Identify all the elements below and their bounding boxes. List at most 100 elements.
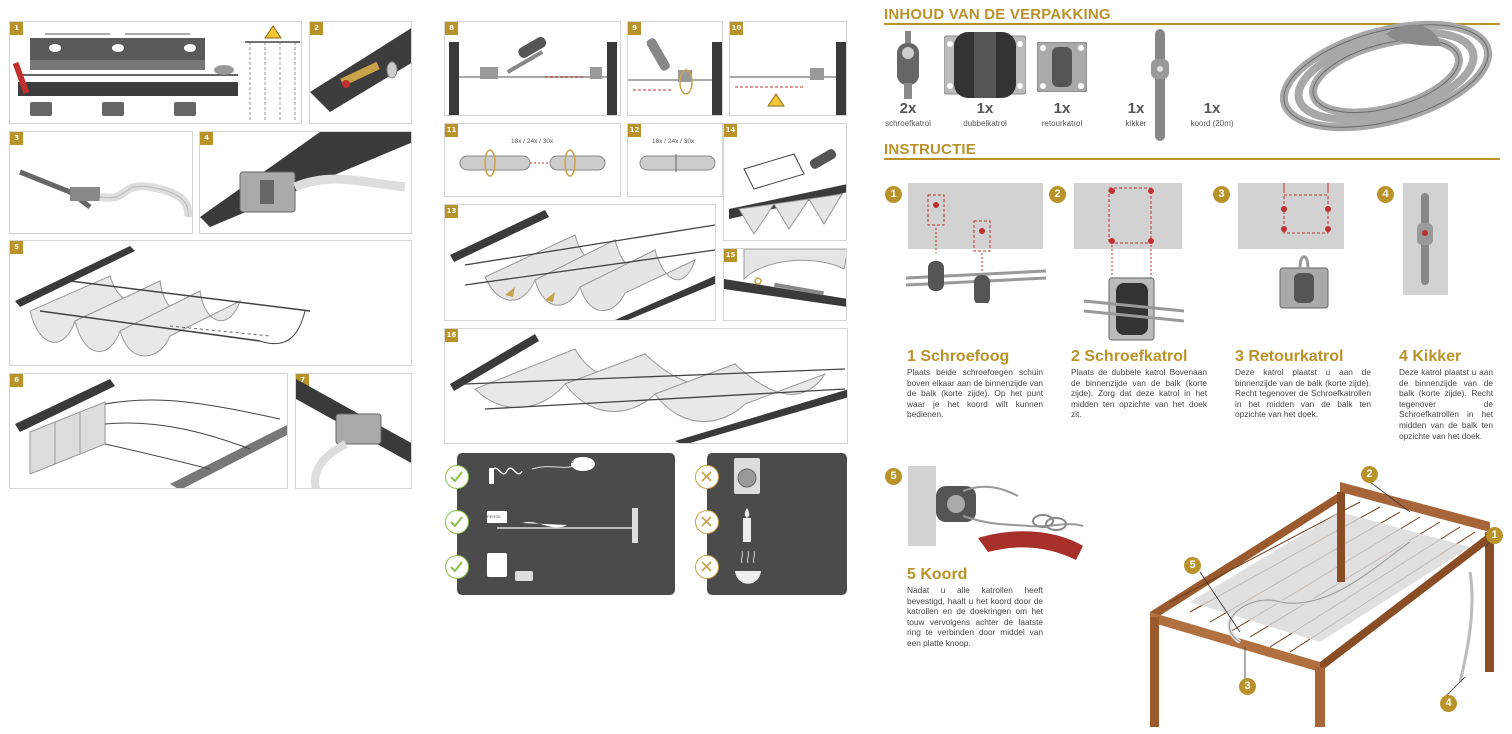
canopy-tool-illustration — [729, 149, 846, 235]
beam-illustration-2 — [1074, 183, 1182, 249]
item-label: schroefkatrol — [885, 119, 931, 128]
cross-icon — [695, 510, 719, 534]
step-number: 10 — [730, 22, 743, 35]
step-number: 15 — [724, 249, 737, 262]
warning-illustration — [730, 42, 846, 115]
return-pulley-diagram — [1279, 183, 1331, 309]
step-panel-16: 16 — [444, 328, 848, 444]
measure-label: 18x / 24x / 30x — [511, 138, 554, 145]
step-circle: 4 — [1377, 186, 1394, 203]
step-panel-11: 11 18x / 24x / 30x — [444, 123, 621, 197]
item-qty: 2x — [899, 100, 917, 117]
step-panel-2: 2 — [309, 21, 412, 124]
step-text: Plaats beide schroefoegen schuin boven e… — [907, 367, 1043, 420]
step-panel-1: 1 — [9, 21, 302, 124]
cross-icon — [695, 465, 719, 489]
step-panel-3: 3 — [9, 131, 193, 234]
step-panel-13: 13 — [444, 204, 716, 321]
hook-turn-illustration — [628, 38, 722, 115]
step-number: 8 — [445, 22, 458, 35]
clip-illustration — [724, 249, 846, 307]
pulley-on-beam-illustration — [200, 132, 411, 227]
pergola-illustration — [1150, 481, 1494, 727]
item-qty: 1x — [1053, 100, 1071, 117]
drill-illustration — [310, 28, 411, 112]
step-number: 2 — [310, 22, 323, 35]
heading-rule — [884, 158, 1500, 160]
rope-coil-icon — [1279, 20, 1493, 132]
beam-illustration-1 — [908, 183, 1043, 249]
item-label: retourkatrol — [1041, 119, 1083, 128]
step-panel-9: 9 — [627, 21, 723, 116]
step-panel-6: 6 — [9, 373, 288, 489]
step-panel-7: 7 — [295, 373, 412, 489]
step-number: 4 — [200, 132, 213, 145]
step-number: 14 — [724, 124, 737, 137]
check-icon — [445, 555, 469, 579]
return-pulley-icon — [1037, 42, 1087, 92]
care-dont-panel — [695, 453, 847, 595]
screwdriver-illustration — [449, 37, 617, 115]
pergola-marker: 3 — [1239, 678, 1256, 695]
step-number: 3 — [10, 132, 23, 145]
pergola-marker: 4 — [1440, 695, 1457, 712]
step-number: 16 — [445, 329, 458, 342]
step-title: 1 Schroefoog — [907, 348, 1010, 365]
double-pulley-diagram — [1083, 187, 1184, 341]
step-number: 1 — [10, 22, 23, 35]
item-qty: 1x — [976, 100, 994, 117]
contents-heading: INHOUD VAN DE VERPAKKING — [884, 6, 1111, 23]
beam-illustration-5 — [908, 466, 936, 546]
step-panel-12: 12 18x / 24x / 30x — [627, 123, 723, 197]
step-circle: 5 — [885, 468, 902, 485]
cross-icon — [695, 555, 719, 579]
step-title: 2 Schroefkatrol — [1071, 348, 1188, 365]
heading-rule — [884, 23, 1500, 25]
step-number: 5 — [10, 241, 23, 254]
step-text: Deze katrol plaatst u aan de binnenzijde… — [1399, 367, 1493, 441]
care-dont-illustrations — [734, 458, 761, 584]
pergola-marker: 1 — [1486, 527, 1503, 544]
screw-eye-diagram — [906, 194, 1046, 303]
step-circle: 1 — [885, 186, 902, 203]
screw-pulley-icon — [897, 31, 919, 99]
step-panel-5: 5 — [9, 240, 412, 366]
step-panel-15: 15 — [723, 248, 847, 321]
step-title: 5 Koord — [907, 566, 968, 583]
step-panel-10: 10 — [729, 21, 847, 116]
cleat-diagram — [1417, 193, 1433, 285]
knot-diagram — [936, 485, 1084, 560]
item-label: koord (20m) — [1190, 119, 1234, 128]
tube-joined-illustration — [639, 154, 716, 172]
step-panel-14: 14 — [723, 123, 847, 241]
rope-hook-illustration — [19, 169, 192, 218]
step-text: Nadat u alle katrollen heeft bevestigd, … — [907, 585, 1043, 648]
pergola-marker: 5 — [1184, 557, 1201, 574]
item-qty: 1x — [1127, 100, 1145, 117]
step-panel-8: 8 — [444, 21, 621, 116]
step-number: 13 — [445, 205, 458, 218]
detergent-label: PERSIL — [487, 514, 502, 519]
step-text: Plaats de dubbele katrol Bovenaan de bin… — [1071, 367, 1207, 420]
check-icon — [445, 465, 469, 489]
step-number: 11 — [445, 124, 458, 137]
item-label: dubbelkatrol — [963, 119, 1007, 128]
care-do-panel: PERSIL 0 — [445, 453, 675, 595]
canopy-final-illustration — [450, 334, 847, 443]
double-pulley-icon — [944, 32, 1026, 98]
measure-label: 18x / 24x / 30x — [652, 138, 695, 145]
cloud-label: 0 — [570, 458, 574, 465]
pergola-marker: 2 — [1361, 466, 1378, 483]
step-circle: 3 — [1213, 186, 1230, 203]
step-title: 4 Kikker — [1399, 348, 1462, 365]
pulley-rope-illustration — [296, 379, 411, 488]
step-text: Deze katrol plaatst u aan de binnenzijde… — [1235, 367, 1371, 420]
instructions-heading: INSTRUCTIE — [884, 141, 976, 158]
item-qty: 1x — [1203, 100, 1221, 117]
canopy-rods-illustration — [450, 210, 715, 320]
step-panel-4: 4 — [199, 131, 412, 234]
step-number: 12 — [628, 124, 641, 137]
canopy-wire-illustration — [15, 379, 287, 488]
step-title: 3 Retourkatrol — [1235, 348, 1344, 365]
